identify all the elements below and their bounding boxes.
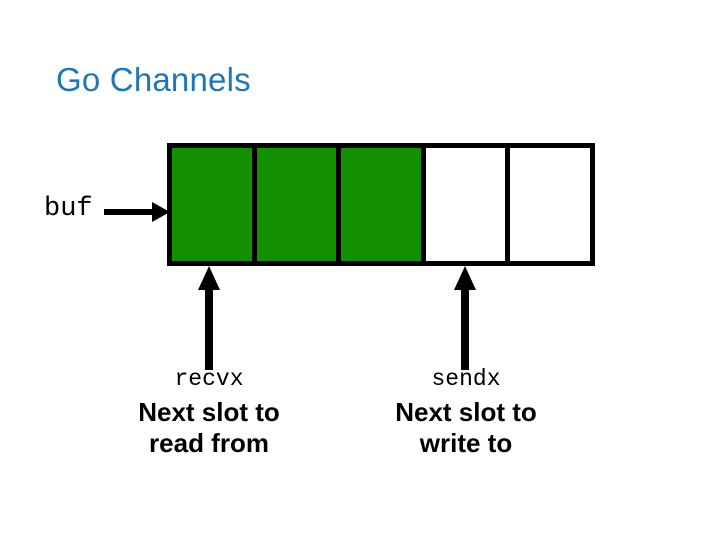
recvx-arrow-icon bbox=[198, 266, 220, 370]
recvx-description-line1: Next slot to bbox=[138, 397, 280, 428]
buffer-cell-0 bbox=[172, 148, 257, 261]
recvx-annotation: recvx Next slot to read from bbox=[79, 366, 339, 458]
sendx-pointer-name: sendx bbox=[431, 366, 501, 392]
buffer-cell-4 bbox=[510, 148, 590, 261]
recvx-description-line2: read from bbox=[149, 427, 269, 458]
sendx-description-line2: write to bbox=[419, 427, 513, 458]
buf-arrow-icon bbox=[104, 202, 170, 222]
buffer-array bbox=[167, 143, 595, 266]
recvx-pointer-name: recvx bbox=[174, 366, 244, 392]
sendx-description-line1: Next slot to bbox=[395, 397, 537, 428]
buffer-cell-3 bbox=[425, 148, 511, 261]
page-title: Go Channels bbox=[56, 61, 251, 98]
buf-label: buf bbox=[44, 194, 93, 224]
sendx-arrow-icon bbox=[454, 266, 476, 370]
buffer-cell-2 bbox=[341, 148, 426, 261]
sendx-annotation: sendx Next slot to write to bbox=[336, 366, 596, 458]
buffer-cell-1 bbox=[256, 148, 342, 261]
